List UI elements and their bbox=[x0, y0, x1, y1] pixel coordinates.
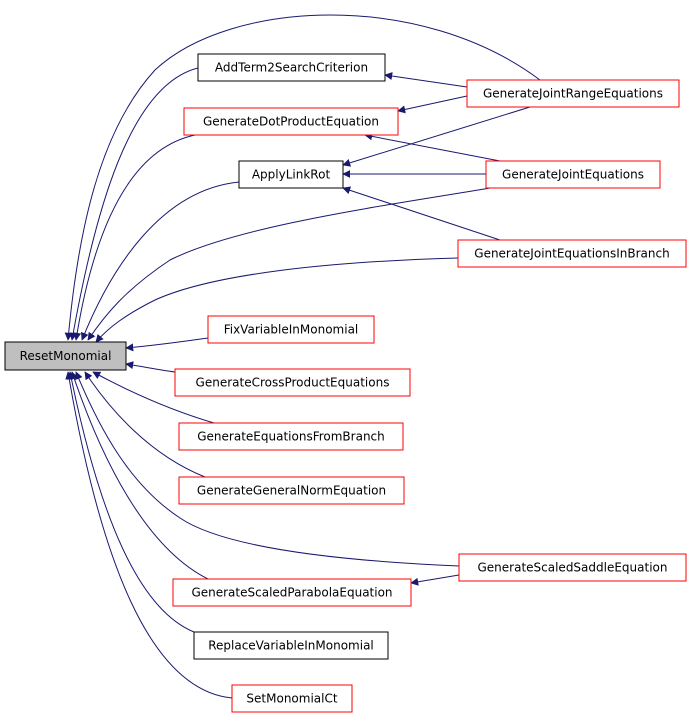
node-box bbox=[485, 160, 661, 189]
node-box bbox=[178, 476, 405, 505]
node-label: GenerateJointEquations bbox=[502, 168, 644, 182]
edge-gensaddle-to-reset bbox=[75, 371, 460, 567]
node-addterm[interactable]: AddTerm2SearchCriterion bbox=[197, 53, 386, 82]
node-fixvar[interactable]: FixVariableInMonomial bbox=[207, 315, 375, 344]
edges-layer bbox=[64, 14, 541, 699]
edge-genjointbranch-to-reset bbox=[95, 257, 459, 343]
node-label: GenerateEquationsFromBranch bbox=[197, 430, 385, 444]
node-box bbox=[174, 368, 411, 397]
node-box bbox=[4, 341, 127, 371]
node-label: SetMonomialCt bbox=[246, 692, 337, 706]
edge-genfrombranch-to-reset bbox=[92, 371, 215, 424]
edge-gensaddle-to-genparabola bbox=[410, 574, 460, 586]
node-genfrombranch[interactable]: GenerateEquationsFromBranch bbox=[178, 422, 404, 451]
node-label: ResetMonomial bbox=[20, 349, 112, 363]
node-box bbox=[183, 107, 399, 136]
node-box bbox=[231, 684, 353, 713]
edge-genrange-to-gendot bbox=[397, 95, 468, 114]
node-box bbox=[457, 239, 687, 268]
edge-genrange-to-reset bbox=[64, 14, 541, 341]
node-label: GenerateGeneralNormEquation bbox=[197, 484, 386, 498]
node-label: ReplaceVariableInMonomial bbox=[208, 639, 374, 653]
node-label: GenerateJointEquationsInBranch bbox=[474, 247, 669, 261]
node-box bbox=[207, 315, 375, 344]
node-label: GenerateCrossProductEquations bbox=[196, 376, 390, 390]
node-label: GenerateDotProductEquation bbox=[203, 115, 379, 129]
node-box bbox=[466, 79, 680, 108]
node-gencross[interactable]: GenerateCrossProductEquations bbox=[174, 368, 411, 397]
node-gendot[interactable]: GenerateDotProductEquation bbox=[183, 107, 399, 136]
node-box bbox=[193, 631, 389, 660]
node-setct[interactable]: SetMonomialCt bbox=[231, 684, 353, 713]
node-gennorm[interactable]: GenerateGeneralNormEquation bbox=[178, 476, 405, 505]
node-genjointbranch[interactable]: GenerateJointEquationsInBranch bbox=[457, 239, 687, 268]
edge-genjoint-to-reset bbox=[87, 187, 491, 341]
node-genjoint[interactable]: GenerateJointEquations bbox=[485, 160, 661, 189]
node-applylink[interactable]: ApplyLinkRot bbox=[238, 160, 344, 189]
edge-gendot-to-reset bbox=[73, 134, 196, 341]
node-box bbox=[458, 553, 687, 582]
edge-fixvar-to-reset bbox=[125, 337, 209, 352]
edge-addterm-to-reset bbox=[69, 67, 199, 341]
node-label: FixVariableInMonomial bbox=[224, 323, 359, 337]
node-gensaddle[interactable]: GenerateScaledSaddleEquation bbox=[458, 553, 687, 582]
nodes-layer: ResetMonomial AddTerm2SearchCriterionGene… bbox=[4, 53, 687, 713]
edge-genparabola-to-reset bbox=[70, 371, 209, 580]
edge-applylink-to-reset bbox=[80, 181, 240, 341]
edge-gennorm-to-reset bbox=[84, 371, 206, 478]
edge-setct-to-reset bbox=[65, 371, 233, 699]
edge-genjoint-to-gendot bbox=[364, 132, 501, 162]
edge-genrange-to-applylink bbox=[342, 106, 531, 167]
node-label: GenerateJointRangeEquations bbox=[483, 87, 663, 101]
node-box bbox=[172, 578, 412, 607]
node-label: ApplyLinkRot bbox=[252, 168, 331, 182]
node-label: GenerateScaledSaddleEquation bbox=[477, 561, 667, 575]
node-label: AddTerm2SearchCriterion bbox=[215, 61, 368, 75]
node-replacevar[interactable]: ReplaceVariableInMonomial bbox=[193, 631, 389, 660]
edge-replacevar-to-reset bbox=[67, 371, 195, 633]
node-genparabola[interactable]: GenerateScaledParabolaEquation bbox=[172, 578, 412, 607]
edge-gencross-to-reset bbox=[125, 361, 176, 373]
node-genrange[interactable]: GenerateJointRangeEquations bbox=[466, 79, 680, 108]
edge-genjointbranch-to-applylink bbox=[342, 186, 501, 241]
node-box bbox=[178, 422, 404, 451]
node-reset[interactable]: ResetMonomial bbox=[4, 341, 127, 371]
node-box bbox=[238, 160, 344, 189]
node-box bbox=[197, 53, 386, 82]
edge-genrange-to-addterm bbox=[384, 72, 468, 88]
node-label: GenerateScaledParabolaEquation bbox=[191, 586, 392, 600]
